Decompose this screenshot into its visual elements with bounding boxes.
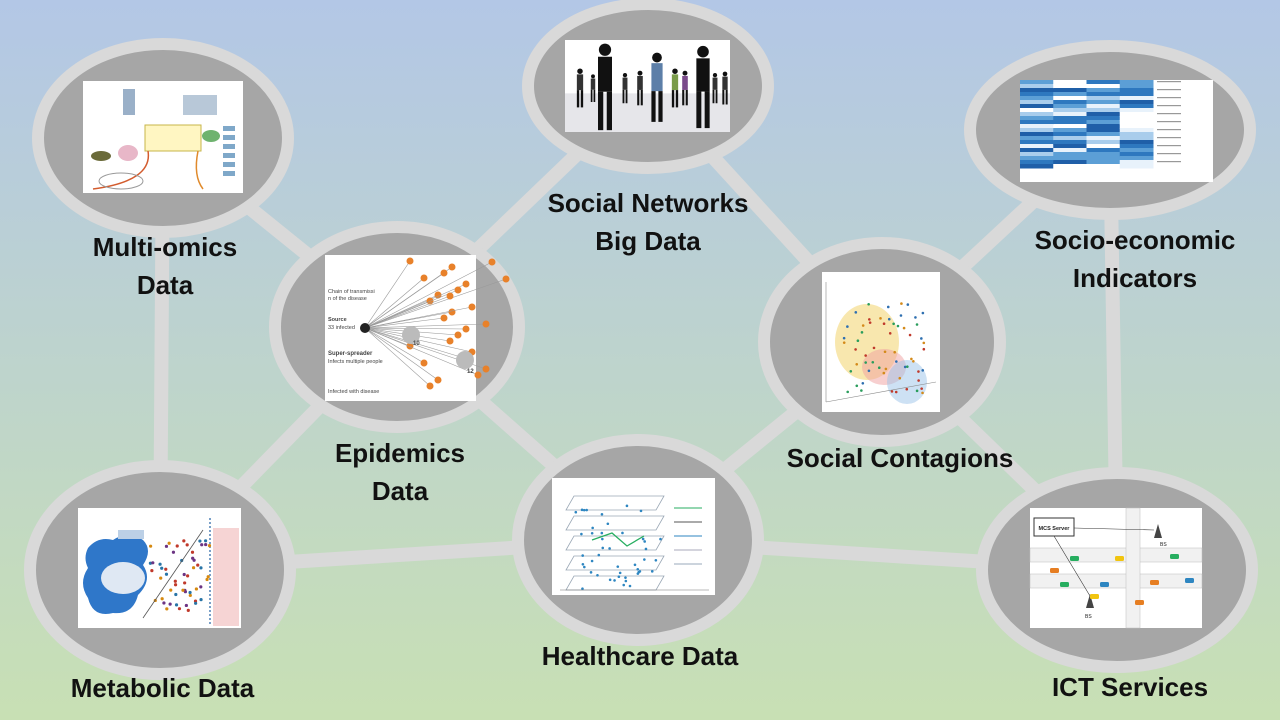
svg-text:n of the disease: n of the disease [328, 296, 367, 302]
svg-text:33 infected: 33 infected [328, 325, 355, 331]
node-metabolic [24, 460, 296, 680]
label-social-contagions: Social Contagions [786, 443, 1014, 473]
node-healthcare [512, 434, 764, 646]
svg-text:BS: BS [1160, 542, 1167, 548]
svg-text:Source: Source [328, 317, 347, 323]
thumbnail-multilayer-network [552, 478, 715, 595]
thumbnail-crowd-silhouettes [565, 40, 730, 132]
thumbnail-3d-scatter [822, 272, 940, 412]
svg-text:Chain of transmissi: Chain of transmissi [328, 289, 375, 295]
svg-text:Super-spreader: Super-spreader [328, 351, 373, 357]
thumbnail-blue-heatmap [1020, 80, 1213, 182]
svg-text:BS: BS [1085, 614, 1092, 620]
label-metabolic: Metabolic Data [70, 673, 255, 703]
label-ict: ICT Services [1051, 672, 1209, 702]
node-social-networks [522, 0, 774, 174]
svg-text:MCS Server: MCS Server [1039, 526, 1071, 532]
thumbnail-gut-metabolism [78, 508, 241, 628]
node-social-contagions [758, 237, 1006, 447]
node-multi-omics [32, 38, 294, 238]
svg-text:10: 10 [413, 341, 420, 347]
thumbnail-pathway-diagram [83, 81, 243, 193]
svg-text:Infected with disease: Infected with disease [328, 389, 379, 395]
node-socio-economic [964, 40, 1256, 220]
svg-text:12: 12 [467, 369, 474, 375]
svg-text:Infects multiple people: Infects multiple people [328, 359, 383, 365]
label-healthcare: Healthcare Data [541, 641, 739, 671]
